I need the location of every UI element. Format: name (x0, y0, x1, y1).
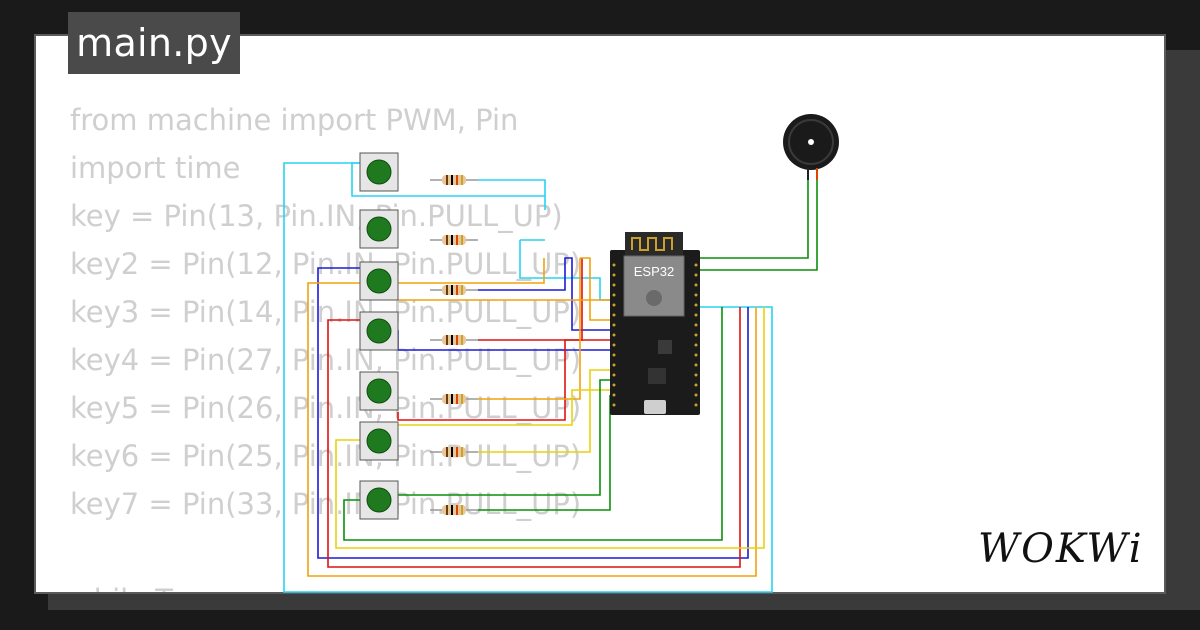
resistors (430, 175, 478, 515)
wire-green (478, 395, 611, 511)
code-line: key2 = Pin(12, Pin.IN, Pin.PULL_UP) (70, 247, 582, 281)
resistor-icon (430, 447, 478, 457)
resistor-icon (430, 285, 478, 295)
wire-cyan (283, 162, 773, 593)
pushbutton-3[interactable] (359, 261, 399, 301)
buzzer[interactable] (783, 114, 839, 180)
code-line: import time (70, 151, 241, 185)
code-line: while True: (70, 580, 227, 592)
code-line: key = Pin(13, Pin.IN, Pin.PULL_UP) (70, 199, 563, 233)
wire-green (398, 379, 612, 496)
wire-orange (307, 282, 757, 577)
wire-cyan (478, 179, 546, 210)
pushbutton-1[interactable] (359, 152, 399, 192)
wire-orange (478, 257, 612, 400)
resistor-icon (430, 335, 478, 345)
wire-blue (317, 267, 749, 559)
filename-tab[interactable]: main.py (68, 12, 240, 74)
resistor-icon (430, 505, 478, 515)
project-preview-card: from machine import PWM, Pin import time… (34, 34, 1166, 594)
board-label: ESP32 (634, 264, 674, 279)
resistor-icon (430, 394, 478, 404)
pushbutton-7[interactable] (359, 480, 399, 520)
wire-green (700, 172, 809, 259)
pushbutton-5[interactable] (359, 371, 399, 411)
espressif-logo-icon (646, 290, 662, 306)
wire-cyan (519, 240, 612, 301)
wire-yellow (335, 307, 765, 549)
wire-yellow (398, 389, 612, 426)
wire-red (478, 258, 583, 341)
pushbutton-6[interactable] (359, 421, 399, 461)
resistor-icon (430, 175, 478, 185)
pushbutton-2[interactable] (359, 209, 399, 249)
resistor-icon (430, 235, 478, 245)
pushbutton-4[interactable] (359, 311, 399, 351)
wire-red (327, 307, 741, 568)
usb-port-icon (644, 400, 666, 414)
code-line: key7 = Pin(33, Pin.IN, Pin.PULL_UP) (70, 487, 582, 521)
esp32-board[interactable]: ESP32 (610, 232, 700, 415)
wire-yellow (478, 369, 612, 453)
wire-orange (398, 258, 545, 284)
wires (283, 162, 818, 593)
wire-green (700, 172, 818, 271)
wokwi-logo: WOKWi (978, 526, 1144, 572)
wire-blue (478, 257, 612, 331)
code-line: from machine import PWM, Pin (70, 103, 519, 137)
wire-green (343, 307, 723, 541)
pushbuttons[interactable] (359, 152, 399, 520)
